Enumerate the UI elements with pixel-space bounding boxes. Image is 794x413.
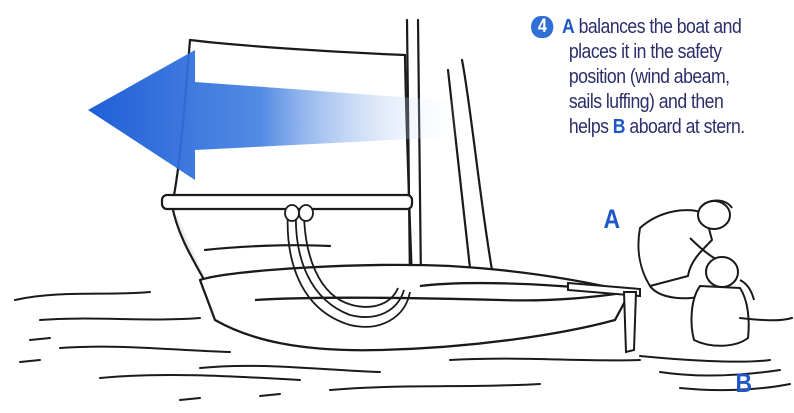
hull [200,265,630,350]
caption-line-5-post: aboard at stern. [625,115,745,138]
step-number-badge: 4 [531,16,553,38]
caption-person-b-ref: B [613,115,625,138]
person-a-label: A [603,204,620,235]
wind-direction-arrow [88,50,470,180]
caption-line-5: helps B aboard at stern. [531,114,756,139]
caption-line-4: sails luffing) and then [531,89,756,114]
sail-and-mast [172,20,492,300]
caption-line-3: position (wind abeam, [531,64,756,89]
person-b-label: B [735,368,752,399]
caption-person-a-ref: A [562,15,574,38]
caption-line-2: places it in the safety [531,39,756,64]
person-b-figure [692,257,754,346]
caption-line-1-text: balances the boat and [574,15,741,38]
caption-line-5-pre: helps [569,115,613,138]
